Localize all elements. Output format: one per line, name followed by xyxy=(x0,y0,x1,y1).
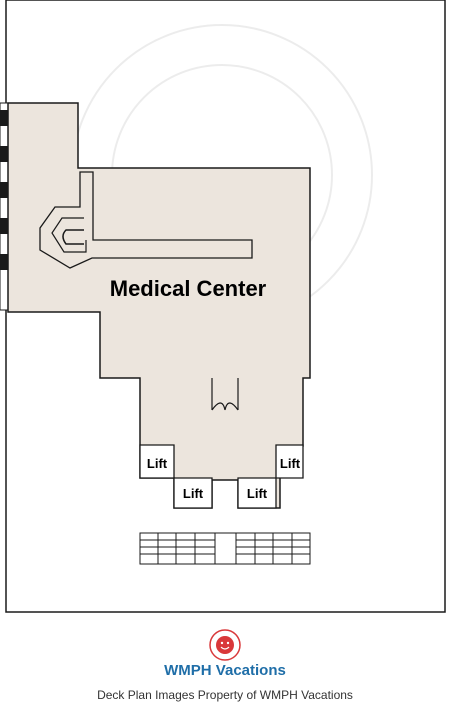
lift-label-3: Lift xyxy=(247,486,268,501)
smiley-logo-icon xyxy=(209,629,241,661)
lift-label-1: Lift xyxy=(147,456,168,471)
deck-plan-map: Medical Center Lift Lift Lift Lift xyxy=(0,0,446,613)
lift-label-2: Lift xyxy=(183,486,204,501)
lift-shafts xyxy=(139,444,304,509)
brand-name: WMPH Vacations xyxy=(164,662,286,679)
counter-inner xyxy=(51,217,87,253)
u-shaped-desk xyxy=(62,229,84,245)
double-door xyxy=(211,402,239,411)
lift-label-4: Lift xyxy=(280,456,301,471)
image-credit: Deck Plan Images Property of WMPH Vacati… xyxy=(97,688,353,702)
reception-counter xyxy=(39,171,253,269)
staircase xyxy=(139,532,311,565)
medical-center-label: Medical Center xyxy=(110,276,267,301)
window-strip xyxy=(0,102,9,311)
